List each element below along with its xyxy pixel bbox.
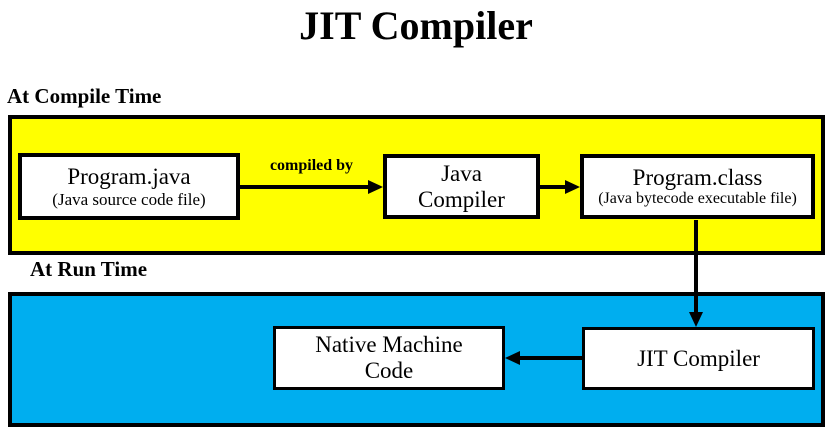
jit-compiler-box: JIT Compiler [582, 327, 815, 390]
program-java-title: Program.java [67, 164, 191, 190]
compiled-by-label: compiled by [269, 157, 354, 174]
compile-time-label: At Compile Time [7, 84, 162, 108]
run-time-label: At Run Time [30, 257, 148, 281]
program-class-box: Program.class (Java bytecode executable … [580, 154, 815, 219]
java-compiler-title: Java Compiler [418, 160, 505, 212]
program-java-subtitle: (Java source code file) [52, 189, 206, 209]
jit-compiler-title: JIT Compiler [637, 345, 760, 371]
program-class-title: Program.class [632, 164, 763, 190]
java-compiler-box: Java Compiler [383, 154, 540, 219]
program-java-box: Program.java (Java source code file) [18, 153, 240, 220]
native-machine-code-title: Native Machine Code [315, 332, 463, 383]
native-machine-code-box: Native Machine Code [273, 326, 505, 390]
program-class-subtitle: (Java bytecode executable file) [598, 190, 797, 208]
page-title: JIT Compiler [299, 3, 533, 48]
